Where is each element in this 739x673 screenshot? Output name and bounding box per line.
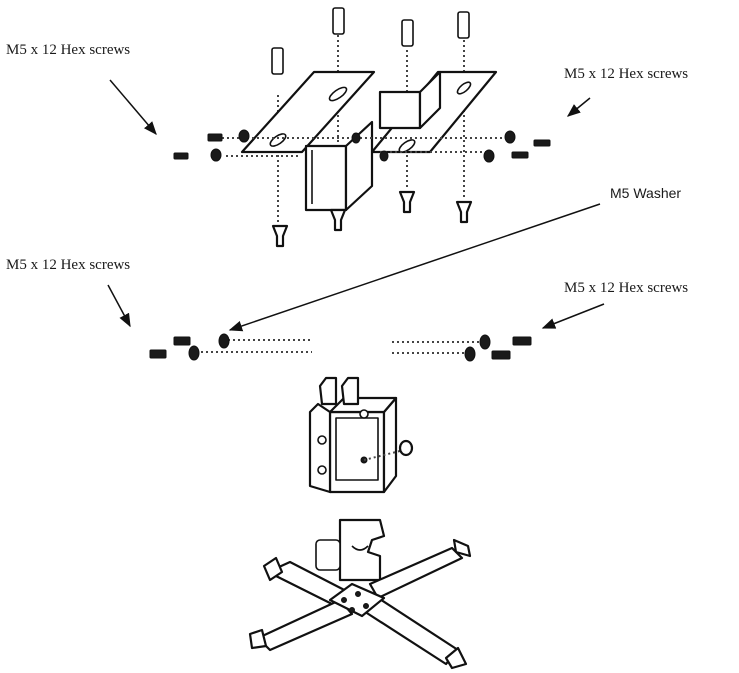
label-top-left: M5 x 12 Hex screws bbox=[6, 42, 130, 58]
u-channels bbox=[304, 70, 442, 212]
side-hex-screws-top bbox=[173, 129, 551, 163]
arrow-top-left bbox=[109, 79, 157, 136]
arrow-top-right bbox=[566, 97, 591, 117]
arrow-mid-left bbox=[107, 284, 131, 328]
spider-base-mount bbox=[248, 518, 472, 670]
label-mid-right: M5 x 12 Hex screws bbox=[564, 280, 688, 296]
countersunk-screws-top-assembly bbox=[271, 190, 473, 248]
label-washer: M5 Washer bbox=[610, 185, 681, 201]
middle-screw-row bbox=[149, 333, 532, 362]
arrow-mid-right bbox=[541, 303, 605, 329]
label-top-right: M5 x 12 Hex screws bbox=[564, 66, 688, 82]
adapter-coupler bbox=[308, 376, 414, 494]
horizontal-guide-lines-top bbox=[222, 137, 510, 157]
top-pins bbox=[271, 7, 470, 75]
label-mid-left: M5 x 12 Hex screws bbox=[6, 257, 130, 273]
arrow-washer bbox=[228, 203, 601, 332]
